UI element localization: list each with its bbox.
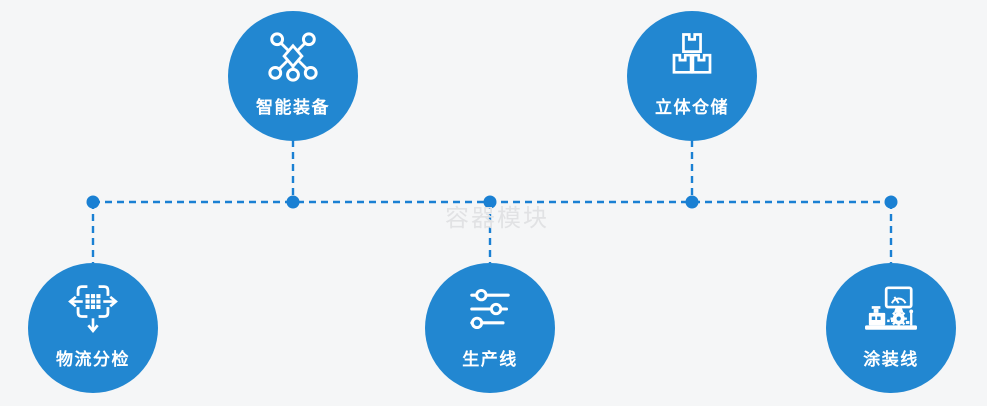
connector-dot: [884, 195, 898, 209]
node-smart-equipment: 智能装备: [228, 11, 358, 141]
node-warehouse: 立体仓储: [627, 11, 757, 141]
stacked-boxes-icon: [665, 28, 719, 86]
connector-dot: [483, 195, 497, 209]
node-label: 涂装线: [863, 350, 919, 369]
node-painting-line: 涂装线: [826, 263, 956, 393]
node-label: 生产线: [462, 350, 518, 369]
machine-station-icon: [860, 280, 922, 338]
network-nodes-icon: [265, 28, 321, 86]
sliders-icon: [464, 280, 516, 338]
sort-arrows-icon: [65, 280, 121, 338]
watermark-text: 容器模块: [445, 205, 549, 232]
node-production-line: 生产线: [425, 263, 555, 393]
node-label: 立体仓储: [655, 98, 729, 117]
node-logistics-sorting: 物流分检: [28, 263, 158, 393]
node-label: 物流分检: [56, 350, 130, 369]
connector-dot: [685, 195, 699, 209]
connector-dot: [286, 195, 300, 209]
connector-dot: [86, 195, 100, 209]
node-label: 智能装备: [256, 98, 330, 117]
